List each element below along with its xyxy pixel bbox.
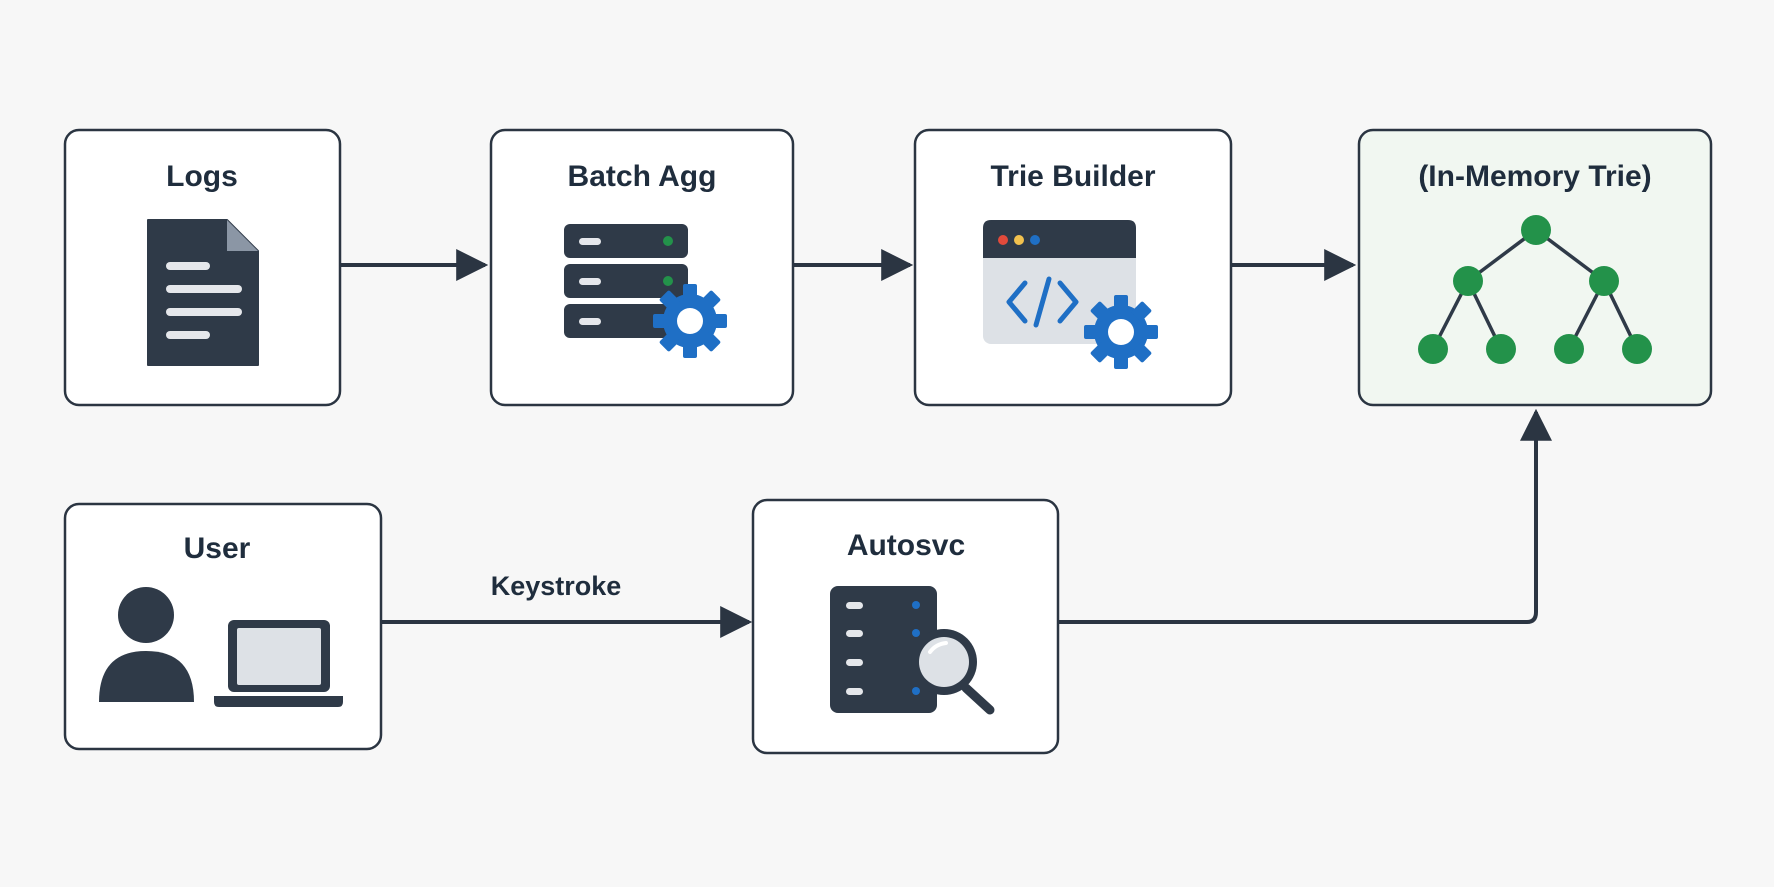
logs-title: Logs: [166, 160, 238, 193]
document-icon: [147, 219, 259, 366]
edges: Keystroke: [341, 249, 1552, 638]
node-autosvc: Autosvc: [751, 498, 1060, 755]
node-batch-agg: Batch Agg: [489, 128, 795, 407]
trie-builder-title: Trie Builder: [990, 160, 1155, 193]
batch-agg-title: Batch Agg: [568, 160, 717, 193]
keystroke-label: Keystroke: [491, 571, 622, 601]
node-trie-builder: Trie Builder: [913, 128, 1233, 407]
node-user: User: [63, 502, 383, 751]
autosvc-title: Autosvc: [847, 529, 965, 562]
person-laptop-icon: [99, 587, 343, 707]
code-window-gear-icon: [983, 220, 1158, 369]
tree-icon: [1418, 215, 1652, 364]
node-logs: Logs: [63, 128, 342, 407]
trie-box: [1357, 128, 1713, 407]
server-gear-icon: [564, 224, 727, 358]
user-title: User: [184, 532, 251, 565]
trie-title: (In-Memory Trie): [1418, 160, 1651, 193]
edge-autosvc-to-trie: [1059, 408, 1552, 624]
server-search-icon: [830, 586, 995, 715]
node-in-memory-trie: (In-Memory Trie): [1357, 128, 1713, 407]
